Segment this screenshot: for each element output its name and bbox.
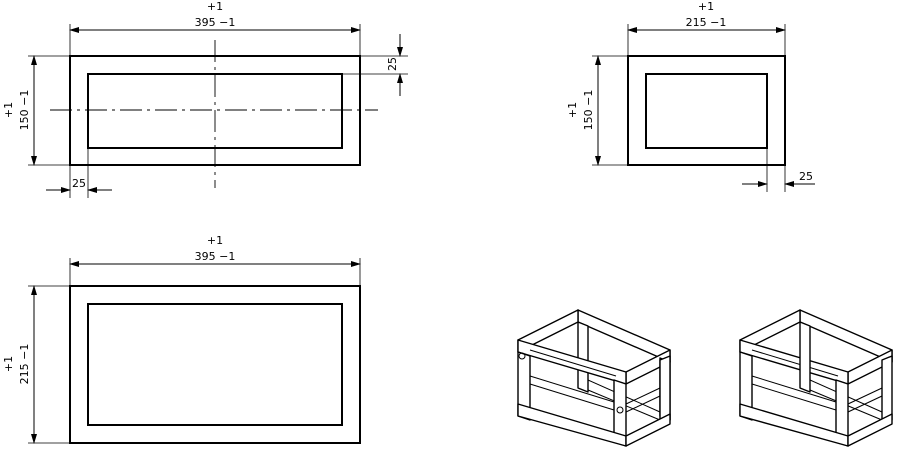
side-outer-frame bbox=[627, 55, 786, 166]
top-inner-opening bbox=[87, 303, 343, 426]
hole-icon bbox=[616, 406, 624, 414]
front-height-value: 150 −1 bbox=[18, 90, 31, 131]
top-outer-frame bbox=[69, 285, 361, 444]
side-width-value: 215 −1 bbox=[686, 16, 727, 29]
side-width-tol: +1 bbox=[698, 0, 714, 13]
top-height-value: 215 −1 bbox=[18, 344, 31, 385]
side-inner-opening bbox=[645, 73, 768, 149]
side-frame-bottom-dim: 25 bbox=[799, 170, 813, 183]
front-view: +1 395 −1 +1 150 −1 25 25 bbox=[2, 0, 408, 198]
side-view: +1 215 −1 +1 150 −1 25 bbox=[566, 0, 815, 192]
isometric-frame-2 bbox=[739, 309, 893, 447]
isometric-frame-1 bbox=[517, 309, 671, 447]
front-width-tol: +1 bbox=[207, 0, 223, 13]
side-height-tol: +1 bbox=[566, 102, 579, 118]
top-height-tol: +1 bbox=[2, 356, 15, 372]
top-width-value: 395 −1 bbox=[195, 250, 236, 263]
hole-icon bbox=[518, 352, 526, 360]
front-frame-right-dim: 25 bbox=[386, 57, 399, 71]
front-frame-bottom-dim: 25 bbox=[72, 177, 86, 190]
front-height-tol: +1 bbox=[2, 102, 15, 118]
front-width-value: 395 −1 bbox=[195, 16, 236, 29]
top-view: +1 395 −1 +1 215 −1 bbox=[2, 234, 361, 444]
side-height-value: 150 −1 bbox=[582, 90, 595, 131]
top-width-tol: +1 bbox=[207, 234, 223, 247]
